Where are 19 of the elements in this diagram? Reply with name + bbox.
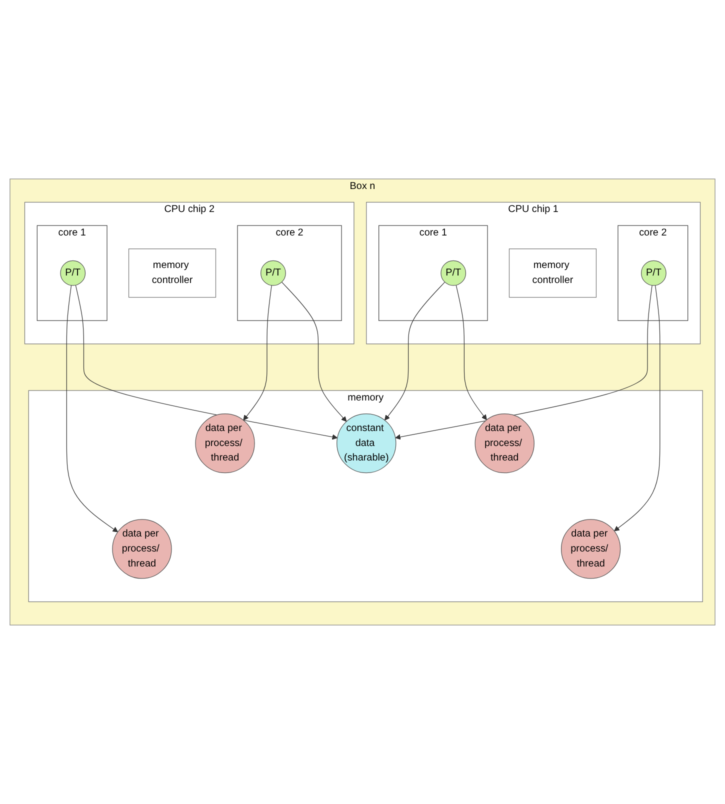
arrow <box>281 282 347 422</box>
node-box: memory controller <box>128 248 216 298</box>
arrow <box>66 285 118 532</box>
arrow <box>614 285 660 532</box>
node-circle: P/T <box>440 260 466 286</box>
node-circle: P/T <box>260 260 286 286</box>
arrow <box>75 284 338 440</box>
arrow <box>456 284 487 420</box>
node-circle: constant data (sharable) <box>336 414 396 474</box>
node-circle: data per process/ thread <box>474 414 534 474</box>
node-circle: data per process/ thread <box>112 519 172 579</box>
node-circle: data per process/ thread <box>560 519 621 579</box>
node-circle: P/T <box>640 260 666 286</box>
node-box: memory controller <box>508 248 597 298</box>
node-circle: data per process/ thread <box>195 414 255 474</box>
arrow <box>395 285 652 440</box>
arrow <box>384 282 446 420</box>
arrow <box>243 285 272 420</box>
node-circle: P/T <box>60 260 86 286</box>
